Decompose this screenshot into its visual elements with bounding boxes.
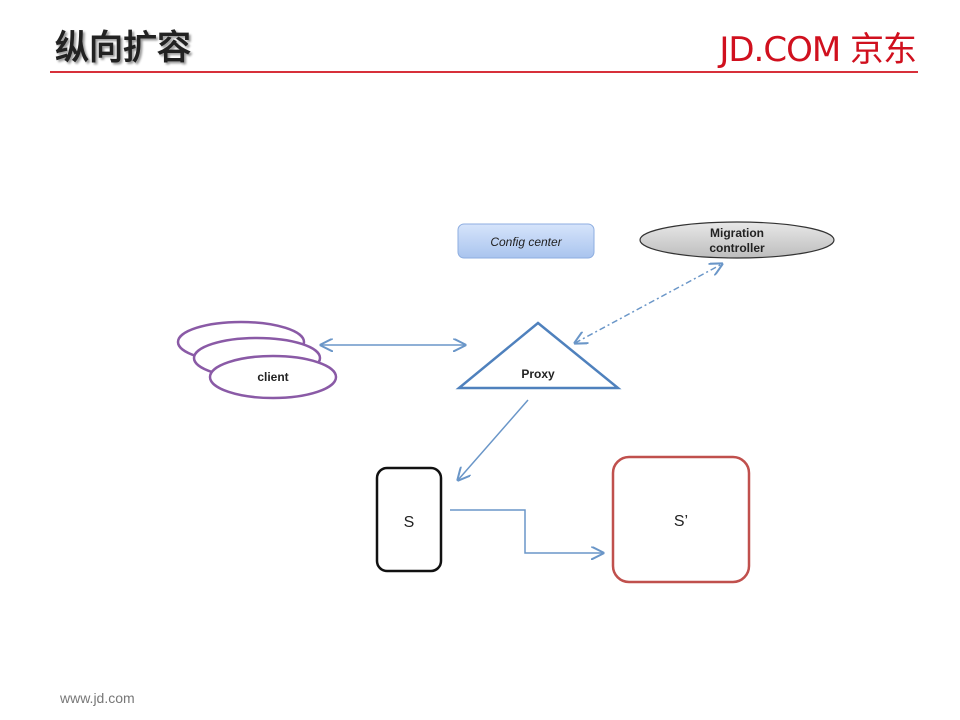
s-prime-label: S’ bbox=[674, 513, 688, 530]
s-prime-node: S’ bbox=[611, 455, 751, 584]
client-nodes: client bbox=[176, 320, 338, 400]
page-title: 纵向扩容 bbox=[55, 28, 191, 68]
footer-url: www.jd.com bbox=[60, 690, 135, 706]
client-label: client bbox=[257, 370, 288, 384]
jd-logo: JD.COM 京东 bbox=[719, 30, 917, 70]
proxy-node: Proxy bbox=[455, 321, 622, 390]
s-label: S bbox=[404, 514, 415, 531]
proxy-migration-arrow bbox=[575, 264, 722, 343]
proxy-s-arrow bbox=[458, 399, 529, 480]
migration-controller-label-1: Migration bbox=[710, 226, 764, 240]
config-center-label: Config center bbox=[490, 235, 562, 249]
migration-controller-label-2: controller bbox=[709, 241, 765, 255]
s-migration-arrow bbox=[450, 509, 603, 553]
s-node: S bbox=[375, 466, 443, 573]
migration-controller-node: Migration controller bbox=[639, 221, 835, 259]
proxy-label: Proxy bbox=[521, 367, 555, 381]
header-divider bbox=[50, 71, 918, 73]
config-center-node: Config center bbox=[457, 223, 595, 259]
